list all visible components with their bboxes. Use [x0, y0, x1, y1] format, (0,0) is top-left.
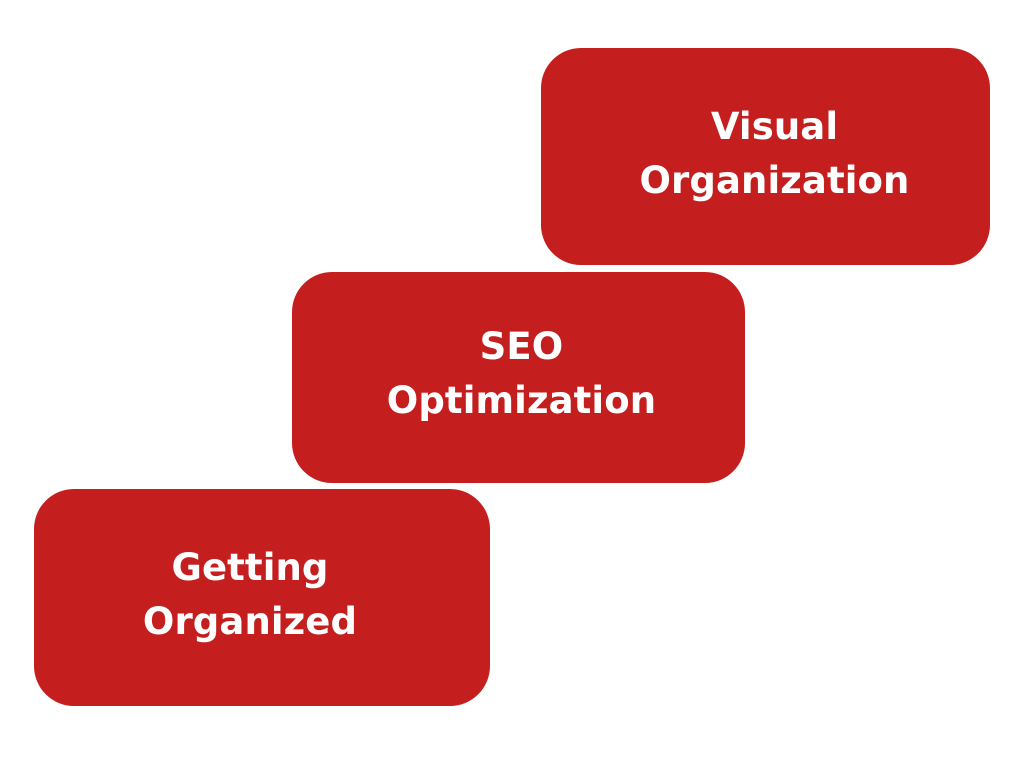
- step-card-getting-organized[interactable]: Getting Organized: [34, 489, 490, 706]
- step-card-label: Visual Organization: [639, 105, 910, 203]
- step-card-label: Getting Organized: [142, 546, 358, 644]
- step-card-seo-optimization[interactable]: SEO Optimization: [292, 272, 745, 483]
- step-card-label: SEO Optimization: [386, 325, 657, 423]
- step-card-visual-organization[interactable]: Visual Organization: [541, 48, 990, 265]
